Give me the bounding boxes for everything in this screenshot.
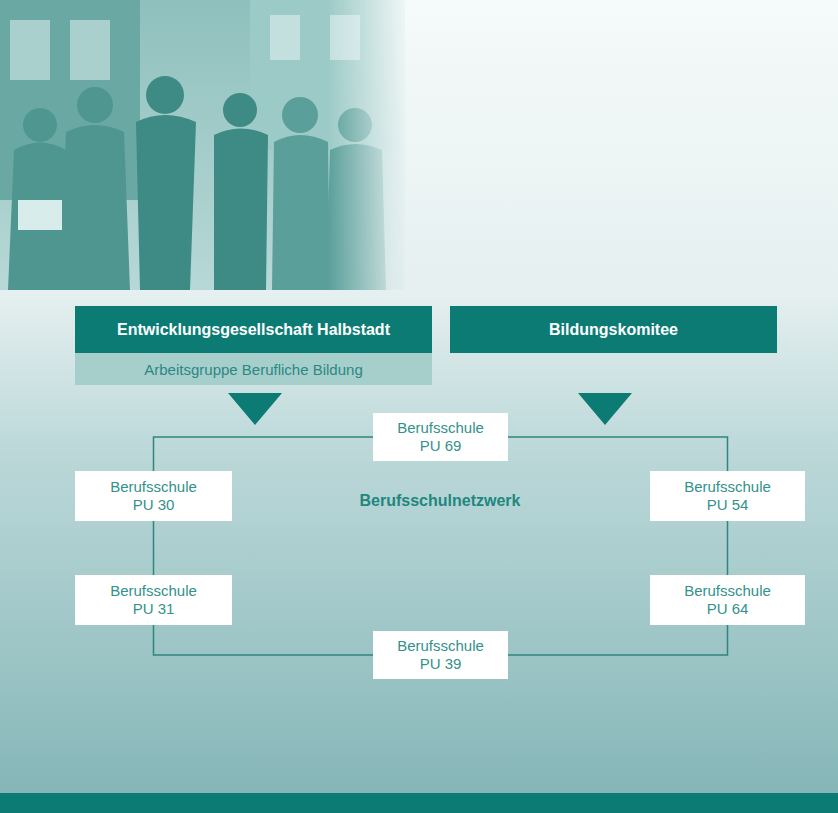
students-photo — [0, 0, 410, 292]
node-text: Berufsschule PU 54 — [678, 478, 778, 514]
node-text: Berufsschule PU 30 — [104, 478, 204, 514]
text-column: Entwicklungsgesellschaft Halbstadt — [117, 321, 390, 339]
node-text: Entwicklungsgesellschaft Halbstadt — [117, 321, 390, 339]
node-text: Arbeitsgruppe Berufliche Bildung — [144, 361, 362, 378]
node-text: Berufsschule PU 69 — [391, 419, 491, 455]
school-box: Berufsschule PU 30 — [75, 471, 232, 521]
text-column: Berufsschule PU 54 — [678, 478, 778, 514]
network-connector — [154, 437, 374, 471]
school-box: Berufsschule PU 54 — [650, 471, 805, 521]
node-text: Bildungskomitee — [549, 321, 678, 339]
down-triangle — [578, 393, 632, 425]
network-connector — [153, 521, 155, 575]
node-text: Berufsschule PU 31 — [104, 582, 204, 618]
school-box: Berufsschule PU 69 — [373, 413, 508, 461]
network-label: Berufsschulnetzwerk — [360, 492, 521, 510]
school-box: Berufsschule PU 39 — [373, 631, 508, 679]
node-text: Berufsschule PU 64 — [678, 582, 778, 618]
committee-header: Bildungskomitee — [450, 306, 777, 353]
network-connector — [727, 521, 729, 575]
school-box: Berufsschule PU 31 — [75, 575, 232, 625]
network-connector — [154, 625, 374, 655]
network-connector — [508, 625, 728, 655]
school-box: Berufsschule PU 64 — [650, 575, 805, 625]
text-column: Arbeitsgruppe Berufliche Bildung — [144, 361, 362, 378]
organisation-header: Entwicklungsgesellschaft Halbstadt — [75, 306, 432, 353]
text-column: Berufsschule PU 69 — [391, 419, 491, 455]
node-text: Berufsschule PU 39 — [391, 637, 491, 673]
working-group-band: Arbeitsgruppe Berufliche Bildung — [75, 353, 432, 385]
network-connector — [508, 437, 728, 471]
footer-bar — [0, 793, 838, 813]
down-triangle — [228, 393, 282, 425]
text-column: Berufsschule PU 30 — [104, 478, 204, 514]
text-column: Berufsschule PU 39 — [391, 637, 491, 673]
text-column: Berufsschule PU 31 — [104, 582, 204, 618]
text-column: Berufsschule PU 64 — [678, 582, 778, 618]
text-column: Bildungskomitee — [549, 321, 678, 339]
